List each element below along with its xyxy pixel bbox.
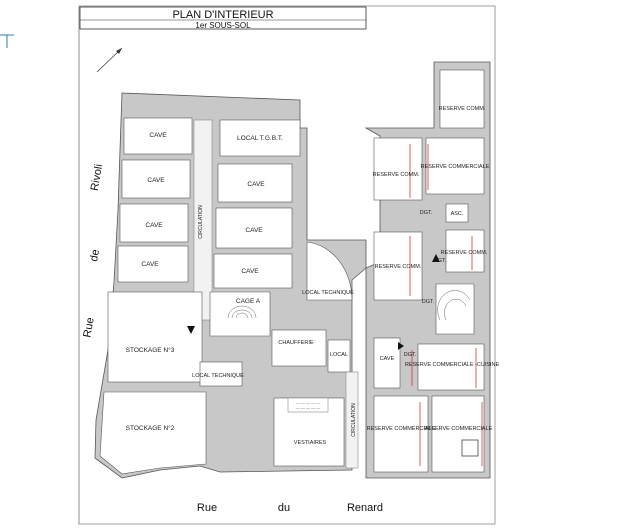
label-cave-1: CAVE xyxy=(149,132,167,139)
cave-room-5 xyxy=(217,163,293,203)
label-reserve-commerciale-1: RESERVE COMMERCIALE xyxy=(421,164,490,170)
north-arrow-icon xyxy=(96,47,123,73)
cave-room-6 xyxy=(215,207,293,249)
local-technique-room-1 xyxy=(306,241,353,301)
street-rivoli-word-2: de xyxy=(88,248,102,262)
plan-title: PLAN D'INTERIEUR xyxy=(172,9,273,21)
label-chaufferie: CHAUFFERIE xyxy=(278,340,313,346)
label-dgt-2: DGT. xyxy=(434,258,447,264)
label-stockage-3: STOCKAGE N°3 xyxy=(126,346,175,354)
label-stockage-2: STOCKAGE N°2 xyxy=(126,424,175,432)
label-circulation-2: CIRCULATION xyxy=(351,403,357,437)
cave-room-4 xyxy=(117,245,189,283)
cage-a-room xyxy=(209,291,271,337)
street-renard-word-1: Rue xyxy=(197,502,217,514)
local-tgbt-room xyxy=(219,119,301,157)
street-rivoli-word-3: Rivoli xyxy=(89,163,105,192)
reserve-comm-room-2 xyxy=(373,231,423,301)
circulation-corridor xyxy=(193,119,213,321)
street-renard-word-2: du xyxy=(278,502,290,514)
title-block xyxy=(79,6,367,30)
cave-room-7 xyxy=(213,253,293,289)
label-dgt-4: DGT. xyxy=(404,352,417,358)
label-dgt-1: DGT. xyxy=(420,210,433,216)
label-local-tgbt: LOCAL T.G.B.T. xyxy=(237,135,283,142)
label-cave-7: CAVE xyxy=(241,268,259,275)
label-dgt-3: DGT. xyxy=(422,299,435,305)
reserve-commerciale-room-2 xyxy=(373,395,429,473)
label-reserve-comm-3: RESERVE COMM. xyxy=(441,250,488,256)
label-local: LOCAL xyxy=(330,352,348,358)
reserve-comm-room-3 xyxy=(445,229,485,273)
svg-text:— — — — —: — — — — — xyxy=(296,400,320,405)
label-cave-2: CAVE xyxy=(147,177,165,184)
label-cave-3: CAVE xyxy=(247,181,265,188)
label-reserve-comm-1: RESERVE COMM. xyxy=(373,172,420,178)
reserve-commerciale-room-3 xyxy=(431,395,485,473)
street-renard-word-3: Renard xyxy=(347,502,383,514)
reserve-commerciale-cuisine-room xyxy=(417,343,485,391)
cave-room-8 xyxy=(373,337,401,389)
reserve-comm-top-room xyxy=(439,69,485,129)
svg-text:— — — — —: — — — — — xyxy=(296,405,320,410)
cave-room-2 xyxy=(121,159,191,199)
local-room xyxy=(327,339,351,373)
label-cave-4: CAVE xyxy=(145,222,163,229)
arrow-up-icon xyxy=(432,254,440,262)
local-technique-room-2 xyxy=(199,361,243,387)
label-local-technique-2: LOCAL TECHNIQUE xyxy=(192,373,244,379)
label-asc: ASC. xyxy=(451,211,464,217)
cave-room-3 xyxy=(119,203,189,243)
plan-subtitle: 1er SOUS-SOL xyxy=(195,21,251,30)
street-rivoli-word-1: Rue xyxy=(81,316,96,338)
chaufferie-room xyxy=(271,329,327,367)
stockage-3-room xyxy=(107,291,203,383)
label-reserve-commerciale-cuisine: RESERVE COMMERCIALE -CUISINE xyxy=(405,362,500,368)
label-circulation-1: CIRCULATION xyxy=(198,205,204,239)
stair-right xyxy=(435,283,475,335)
reserve-comm-room-1 xyxy=(373,137,423,201)
red-markings xyxy=(409,144,483,466)
arrow-down-icon xyxy=(187,326,195,334)
arrow-right-icon xyxy=(398,342,404,350)
label-local-technique-1: LOCAL TECHNIQUE xyxy=(302,290,354,296)
label-cave-8: CAVE xyxy=(380,356,395,362)
label-reserve-comm-2: RESERVE COMM. xyxy=(375,264,422,270)
circulation-corridor-2 xyxy=(345,371,359,469)
asc-room xyxy=(445,203,469,223)
label-cave-6: CAVE xyxy=(141,261,159,268)
label-cage-a: CAGE A xyxy=(236,298,261,305)
label-cave-5: CAVE xyxy=(245,227,263,234)
label-reserve-comm-top: RESERVE COMM. xyxy=(439,106,486,112)
cave-room-1 xyxy=(123,117,193,155)
stockage-2-room xyxy=(99,391,207,475)
reserve-commerciale-room-1 xyxy=(425,137,485,195)
label-reserve-commerciale-2: RESERVE COMMERCIALE xyxy=(367,426,436,432)
label-reserve-commerciale-3: RESERVE COMMERCIALE xyxy=(424,426,493,432)
label-vestiaires: VESTIAIRES xyxy=(294,440,327,446)
